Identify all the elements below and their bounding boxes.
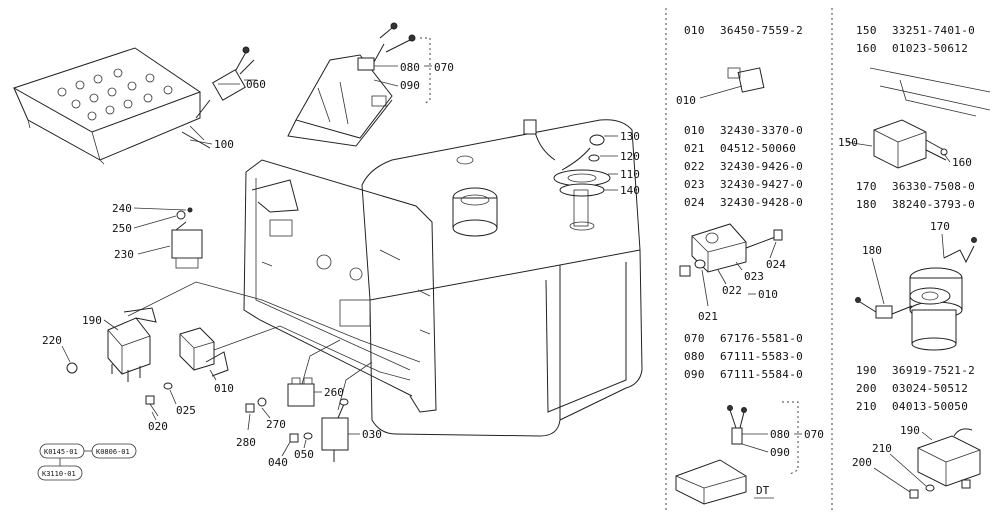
col2-g1-ref-1: 160 — [856, 42, 877, 55]
callout-010-main: 010 — [214, 382, 234, 395]
col2-g3-part-2: 04013-50050 — [892, 400, 968, 413]
fuel-tank-drawing — [361, 119, 643, 437]
callout-260: 260 — [324, 386, 344, 399]
callout-220: 220 — [42, 334, 62, 347]
callout-050: 050 — [294, 448, 314, 461]
col1-callout-010-a: 010 — [676, 94, 696, 107]
col1-g2-part-4: 32430-9428-0 — [720, 196, 803, 209]
callout-230: 230 — [114, 248, 134, 261]
col2-g1-part-1: 01023-50612 — [892, 42, 968, 55]
col2-g3-ref-1: 200 — [856, 382, 877, 395]
col2-group3: 190 36919-7521-2 200 03024-50512 210 040… — [852, 364, 981, 499]
col1-callout-080: 080 — [770, 428, 790, 441]
callout-040: 040 — [268, 456, 288, 469]
callout-060: 060 — [246, 78, 266, 91]
col1-group1: 010 36450-7559-2 010 — [676, 24, 803, 107]
col2-group2: 170 36330-7508-0 180 38240-3793-0 170 18… — [855, 180, 977, 351]
col2-g3-part-1: 03024-50512 — [892, 382, 968, 395]
col1-g2-part-3: 32430-9427-0 — [720, 178, 803, 191]
reference-tags: K0145-01 K0806-01 K3110-01 — [37, 443, 137, 481]
col2-g3-ref-0: 190 — [856, 364, 877, 377]
col1-group3: 070 67176-5581-0 080 67111-5583-0 090 67… — [675, 332, 824, 505]
ref-tag-k0145: K0145-01 — [44, 448, 78, 456]
callout-120: 120 — [620, 150, 640, 163]
col2-g1-ref-0: 150 — [856, 24, 877, 37]
col1-g2-ref-2: 022 — [684, 160, 705, 173]
col1-callout-010-b: 010 — [758, 288, 778, 301]
col1-g2-part-2: 32430-9426-0 — [720, 160, 803, 173]
col1-g2-ref-0: 010 — [684, 124, 705, 137]
callout-250: 250 — [112, 222, 132, 235]
ref-tag-k0806: K0806-01 — [96, 448, 130, 456]
col2-callout-190: 190 — [900, 424, 920, 437]
callout-130: 130 — [620, 130, 640, 143]
switch-060-drawing — [181, 46, 257, 149]
col2-group1: 150 33251-7401-0 160 01023-50612 150 160 — [838, 24, 991, 169]
part-030-drawing — [289, 398, 349, 462]
col1-g2-ref-4: 024 — [684, 196, 705, 209]
callout-080-main: 080 — [400, 61, 420, 74]
relay-190-drawing — [66, 307, 157, 382]
callout-240: 240 — [112, 202, 132, 215]
col2-callout-180: 180 — [862, 244, 882, 257]
perforated-plate-drawing — [12, 47, 202, 165]
col1-g3-ref-2: 090 — [684, 368, 705, 381]
callout-070-main: 070 — [434, 61, 454, 74]
col1-g3-part-0: 67176-5581-0 — [720, 332, 803, 345]
dt-label: DT — [756, 484, 770, 497]
col1-callout-070: 070 — [804, 428, 824, 441]
col1-g3-ref-0: 070 — [684, 332, 705, 345]
callout-090-main: 090 — [400, 79, 420, 92]
col2-g3-part-0: 36919-7521-2 — [892, 364, 975, 377]
col2-callout-170: 170 — [930, 220, 950, 233]
part-260-drawing — [245, 377, 315, 413]
callout-190-main: 190 — [82, 314, 102, 327]
main-callouts: 060 100 080 070 090 130 120 110 140 240 … — [42, 37, 640, 469]
callout-280: 280 — [236, 436, 256, 449]
col1-g2-ref-1: 021 — [684, 142, 705, 155]
col1-g1-ref-0: 010 — [684, 24, 705, 37]
callout-030: 030 — [362, 428, 382, 441]
col1-callout-023: 023 — [744, 270, 764, 283]
relay-010-main-drawing — [179, 327, 229, 377]
callout-020: 020 — [148, 420, 168, 433]
col2-callout-210: 210 — [872, 442, 892, 455]
col1-g3-part-1: 67111-5583-0 — [720, 350, 803, 363]
callout-025: 025 — [176, 404, 196, 417]
col1-g2-ref-3: 023 — [684, 178, 705, 191]
callout-270: 270 — [266, 418, 286, 431]
bolt-washer-drawing — [145, 382, 173, 417]
col2-g2-ref-1: 180 — [856, 198, 877, 211]
col1-g2-part-0: 32430-3370-0 — [720, 124, 803, 137]
col1-callout-021: 021 — [698, 310, 718, 323]
col2-callout-150: 150 — [838, 136, 858, 149]
side-panel-drawing — [127, 159, 437, 413]
col2-g2-part-1: 38240-3793-0 — [892, 198, 975, 211]
col2-callout-200: 200 — [852, 456, 872, 469]
col2-g3-ref-2: 210 — [856, 400, 877, 413]
col1-g1-part-0: 36450-7559-2 — [720, 24, 803, 37]
callout-110: 110 — [620, 168, 640, 181]
col1-callout-090: 090 — [770, 446, 790, 459]
col1-g2-part-1: 04512-50060 — [720, 142, 796, 155]
switch-bracket-drawing — [287, 22, 416, 147]
col2-g2-ref-0: 170 — [856, 180, 877, 193]
fuel-sender-drawing — [523, 119, 611, 231]
callout-140: 140 — [620, 184, 640, 197]
col1-group2: 010 32430-3370-0 021 04512-50060 022 324… — [679, 124, 803, 323]
col1-callout-022: 022 — [722, 284, 742, 297]
col1-g3-part-2: 67111-5584-0 — [720, 368, 803, 381]
col2-g2-part-0: 36330-7508-0 — [892, 180, 975, 193]
col1-callout-024: 024 — [766, 258, 786, 271]
ref-tag-k3110: K3110-01 — [42, 470, 76, 478]
col2-g1-part-0: 33251-7401-0 — [892, 24, 975, 37]
col1-g3-ref-1: 080 — [684, 350, 705, 363]
relay-230-drawing — [171, 207, 203, 269]
col2-callout-160: 160 — [952, 156, 972, 169]
callout-100: 100 — [214, 138, 234, 151]
